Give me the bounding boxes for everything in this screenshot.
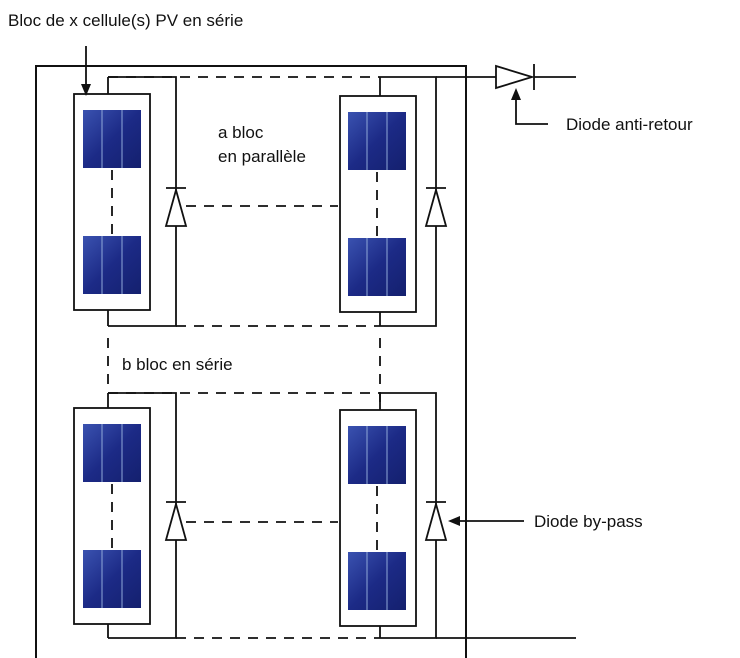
anti-return-diode-label: Diode anti-retour (566, 115, 693, 134)
pv-cell-icon (83, 110, 141, 168)
pv-cell-icon (348, 112, 406, 170)
pv-cell-icon (348, 238, 406, 296)
bypass-diode-label: Diode by-pass (534, 512, 643, 531)
series-label: b bloc en série (122, 355, 233, 374)
arrow-icon (81, 46, 91, 96)
arrow-icon (448, 516, 524, 526)
diode-icon (164, 500, 188, 541)
bloc-cells-label: Bloc de x cellule(s) PV en série (8, 11, 243, 30)
anti-return-diode-icon (495, 64, 536, 90)
diode-icon (164, 186, 188, 227)
arrow-icon (511, 88, 548, 125)
pv-cell-icon (83, 236, 141, 294)
pv-cell-icon (83, 424, 141, 482)
parallel-label-line2: en parallèle (218, 147, 306, 166)
pv-cell-icon (348, 552, 406, 610)
diode-icon (424, 500, 448, 541)
parallel-label-line1: a bloc (218, 123, 264, 142)
pv-cell-icon (348, 426, 406, 484)
outer-frame (35, 65, 467, 658)
pv-cell-icon (83, 550, 141, 608)
diode-icon (424, 186, 448, 227)
